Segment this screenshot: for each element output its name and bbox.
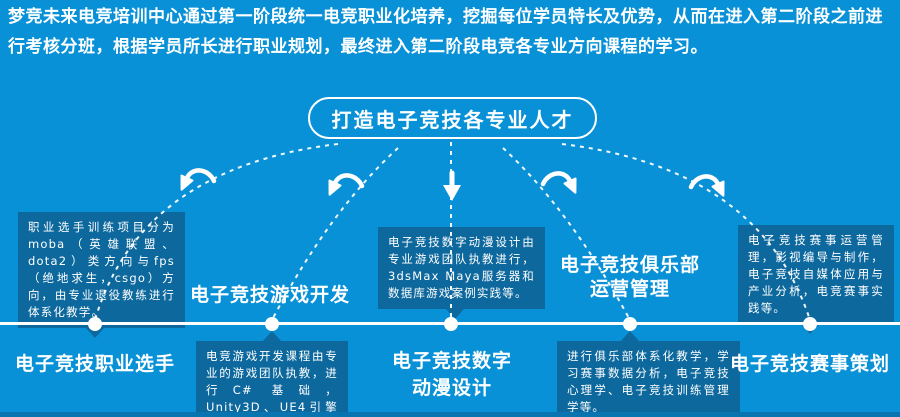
bubble-caret (262, 331, 282, 342)
banner-pill: 打造电子竞技各专业人才 (308, 97, 597, 139)
timeline-dot-2 (265, 317, 279, 331)
banner-title: 打造电子竞技各专业人才 (331, 107, 574, 132)
curved-arrow-left-icon (330, 175, 363, 194)
curved-arrow-right-icon (691, 176, 724, 195)
bubble-event-planning-text: 电子竞技赛事运营管理，影视编导与制作，电子竞技自媒体应用与产业分析，电竞赛事实践… (748, 233, 884, 315)
bubble-game-dev: 电竞游戏开发课程由专业的游戏团队执教，进行C# 基础，Unity3D、UE4引擎… (196, 331, 348, 417)
bubble-caret (445, 308, 465, 319)
bubble-club-management: 进行俱乐部体系化教学，学习赛事数据分析，电子竞技心理学、电子竞技训练管理学等。 (557, 331, 740, 417)
bottom-edge-strip (0, 412, 900, 417)
bubble-game-dev-text: 电竞游戏开发课程由专业的游戏团队执教，进行C# 基础，Unity3D、UE4引擎… (206, 349, 338, 414)
track-label-game-dev: 电子竞技游戏开发 (189, 284, 350, 306)
track-label-pro-player: 电子竞技职业选手 (14, 353, 175, 375)
bubble-digital-animation-text: 电子竞技数字动漫设计由专业游戏团队执教进行，3dsMax Maya服务器和数据库… (388, 235, 535, 300)
track-label-digital-animation: 电子竞技数字动漫设计 (391, 350, 512, 399)
bubble-club-management-text: 进行俱乐部体系化教学，学习赛事数据分析，电子竞技心理学、电子竞技训练管理学等。 (567, 349, 730, 414)
bubble-caret (620, 331, 640, 342)
bubble-event-planning: 电子竞技赛事运营管理，影视编导与制作，电子竞技自媒体应用与产业分析，电竞赛事实践… (738, 225, 894, 334)
timeline-dot-1 (88, 317, 102, 331)
bubble-digital-animation: 电子竞技数字动漫设计由专业游戏团队执教进行，3dsMax Maya服务器和数据库… (378, 227, 545, 319)
bubble-caret (85, 327, 105, 338)
curved-arrow-right-icon (543, 173, 576, 192)
timeline-dot-3 (444, 317, 458, 331)
bubble-pro-player: 职业选手训练项目分为moba（英雄联盟、dota2）类方向与fps（绝地求生，c… (18, 212, 185, 338)
timeline-dot-4 (623, 317, 637, 331)
track-label-event-planning: 电子竞技赛事策划 (729, 353, 890, 375)
bubble-pro-player-text: 职业选手训练项目分为moba（英雄联盟、dota2）类方向与fps（绝地求生，c… (28, 220, 175, 319)
timeline-dot-5 (803, 317, 817, 331)
track-label-club-management: 电子竞技俱乐部运营管理 (560, 254, 701, 300)
down-arrow-icon (443, 173, 461, 201)
intro-paragraph: 梦竞未来电竞培训中心通过第一阶段统一电竞职业化培养，挖掘每位学员特长及优势，从而… (8, 7, 883, 57)
curved-arrow-left-icon (182, 170, 215, 189)
